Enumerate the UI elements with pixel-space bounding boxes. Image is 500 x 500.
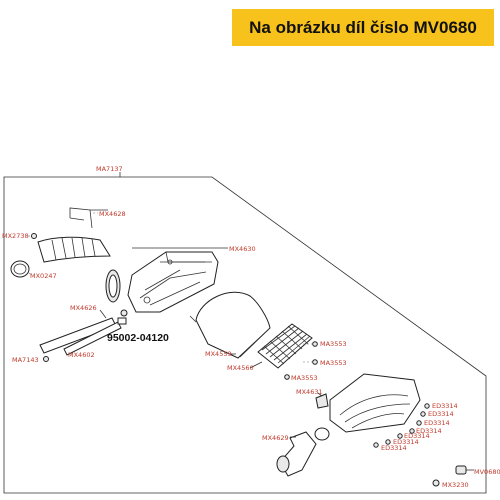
label-mx4560: MX4560 xyxy=(227,364,254,372)
banner-text: Na obrázku díl číslo MV0680 xyxy=(249,17,477,37)
label-ma3553-b: MA3553 xyxy=(320,359,347,367)
label-mx4559: MX4559 xyxy=(205,350,232,358)
assembly-frame xyxy=(3,176,487,494)
label-mx4630: MX4630 xyxy=(229,245,256,253)
screws-ma3553-part xyxy=(284,341,318,380)
label-ma7137: MA7137 xyxy=(96,165,123,173)
screws-ed3314-part xyxy=(373,403,430,448)
seal-ring-part xyxy=(105,269,121,303)
filter-housing-part xyxy=(127,251,219,313)
label-mx2738: MX2738 xyxy=(2,232,29,240)
label-ed3314-d: ED3314 xyxy=(416,427,442,435)
label-mx4626: MX4626 xyxy=(70,304,97,312)
leader-mx4631 xyxy=(317,392,323,397)
label-mx4629: MX4629 xyxy=(262,434,289,442)
label-ed3314-f: ED3314 xyxy=(393,438,419,446)
label-ed3314-b: ED3314 xyxy=(428,410,454,418)
label-95002-04120: 95002-04120 xyxy=(107,332,169,344)
label-ed3314-c: ED3314 xyxy=(424,419,450,427)
label-ma7143: MA7143 xyxy=(12,356,39,364)
filter-grid-part xyxy=(257,323,313,369)
drain-plug-mv0680-part xyxy=(455,465,474,475)
intake-hose-part xyxy=(37,236,111,263)
label-ed3314-e: ED3314 xyxy=(404,432,430,440)
label-mx3230: MX3230 xyxy=(442,481,469,489)
part-number-banner: Na obrázku díl číslo MV0680 xyxy=(232,9,494,46)
bracket-part xyxy=(69,207,108,229)
elbow-hose-part xyxy=(276,427,330,477)
label-ma3553-c: MA3553 xyxy=(291,374,318,382)
label-mx4631: MX4631 xyxy=(296,388,323,396)
small-fitting-part xyxy=(117,309,128,325)
label-ed3314-a: ED3314 xyxy=(432,402,458,410)
label-mx4602: MX4602 xyxy=(68,351,95,359)
label-mv0680: MV0680 xyxy=(474,468,500,476)
leader-mx4559-a xyxy=(189,315,197,323)
hose-clamp-part xyxy=(10,260,33,278)
label-mx4628: MX4628 xyxy=(99,210,126,218)
drain-pipe-part xyxy=(39,317,122,356)
label-mx0247: MX0247 xyxy=(30,272,57,280)
label-ma3553-a: MA3553 xyxy=(320,340,347,348)
screw-ma7143-part xyxy=(43,356,49,362)
leader-mx4560 xyxy=(249,361,263,369)
label-ed3314-g: ED3314 xyxy=(381,444,407,452)
leader-mx4626 xyxy=(99,309,107,319)
filter-element-part xyxy=(195,291,271,359)
screw-mx2738-part xyxy=(28,233,37,239)
filter-cover-part xyxy=(315,373,421,433)
screw-mx3230-part xyxy=(432,479,440,487)
